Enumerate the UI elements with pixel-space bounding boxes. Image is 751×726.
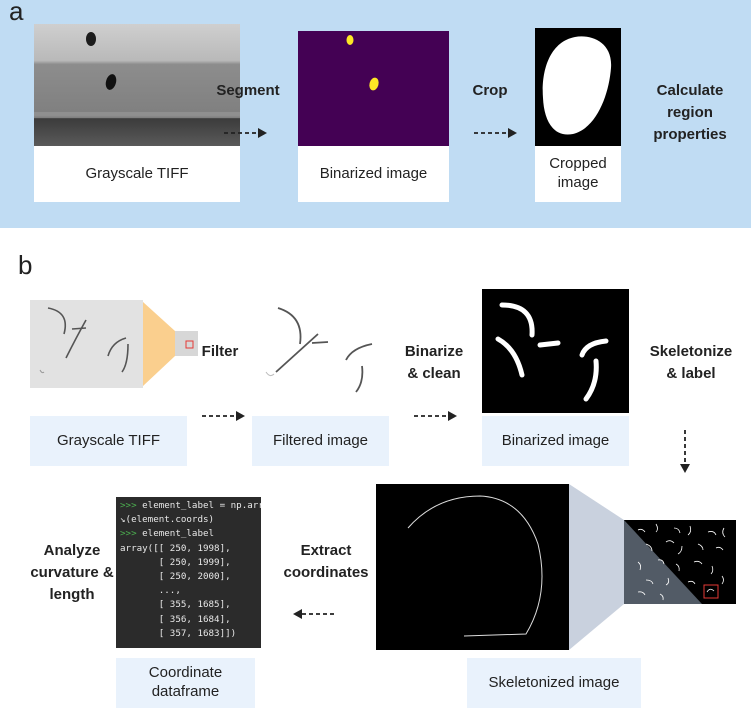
code-line: [ 356, 1684], [120, 613, 231, 625]
code-line: >>> element_label [120, 528, 215, 540]
code-line: [ 355, 1685], [120, 599, 231, 611]
code-line: [ 250, 2000], [120, 571, 231, 583]
grayscale-tiff-label-b: Grayscale TIFF [30, 416, 187, 466]
extract-arrow-icon [293, 609, 336, 619]
binarize-step-label: Binarize & clean [404, 343, 464, 382]
crop-step-label: Crop [472, 82, 508, 99]
segment-step-label: Segment [216, 82, 280, 99]
filtered-image-label: Filtered image [252, 416, 389, 466]
grayscale-tiff-label: Grayscale TIFF [34, 146, 240, 202]
binarized-image-b [482, 289, 629, 413]
filter-arrow-icon [202, 411, 245, 421]
coordinate-dataframe-label: Coordinate dataframe [116, 658, 255, 708]
crop-arrow-icon [474, 128, 517, 138]
skeletonize-step-label: Skeletonize & label [649, 343, 733, 382]
analyze-step-label: Analyze curvature & length [30, 542, 114, 603]
skeletonized-image-group [376, 484, 736, 650]
code-output-block: >>> element_label = np.array ↘(element.c… [116, 497, 261, 648]
panel-b-letter: b [18, 250, 33, 280]
code-line: ↘(element.coords) [120, 514, 215, 526]
panel-a-letter: a [9, 0, 24, 26]
code-line: >>> element_label = np.array [120, 500, 261, 511]
segment-arrow-icon [224, 128, 267, 138]
skeletonize-arrow-icon [680, 430, 690, 473]
cropped-image-label: Cropped image [535, 146, 621, 202]
code-line: [ 250, 1999], [120, 556, 231, 568]
extract-step-label: Extract coordinates [283, 542, 369, 581]
calculate-step-label: Calculate region properties [653, 82, 727, 143]
cropped-image [535, 28, 621, 146]
binarized-image-label-a: Binarized image [298, 146, 449, 202]
binarize-arrow-icon [414, 411, 457, 421]
binarized-image-label-b: Binarized image [482, 416, 629, 466]
grayscale-tiff-image [34, 24, 240, 146]
skeletonized-image-label: Skeletonized image [467, 658, 641, 708]
code-line: array([[ 250, 1998], [120, 542, 231, 554]
code-line: [ 357, 1683]]) [120, 627, 237, 639]
filtered-image [252, 296, 386, 408]
binarized-image-a [298, 31, 449, 146]
grayscale-tiff-image-b [30, 298, 200, 390]
filter-step-label: Filter [201, 343, 239, 360]
code-line: ..., [120, 585, 181, 597]
